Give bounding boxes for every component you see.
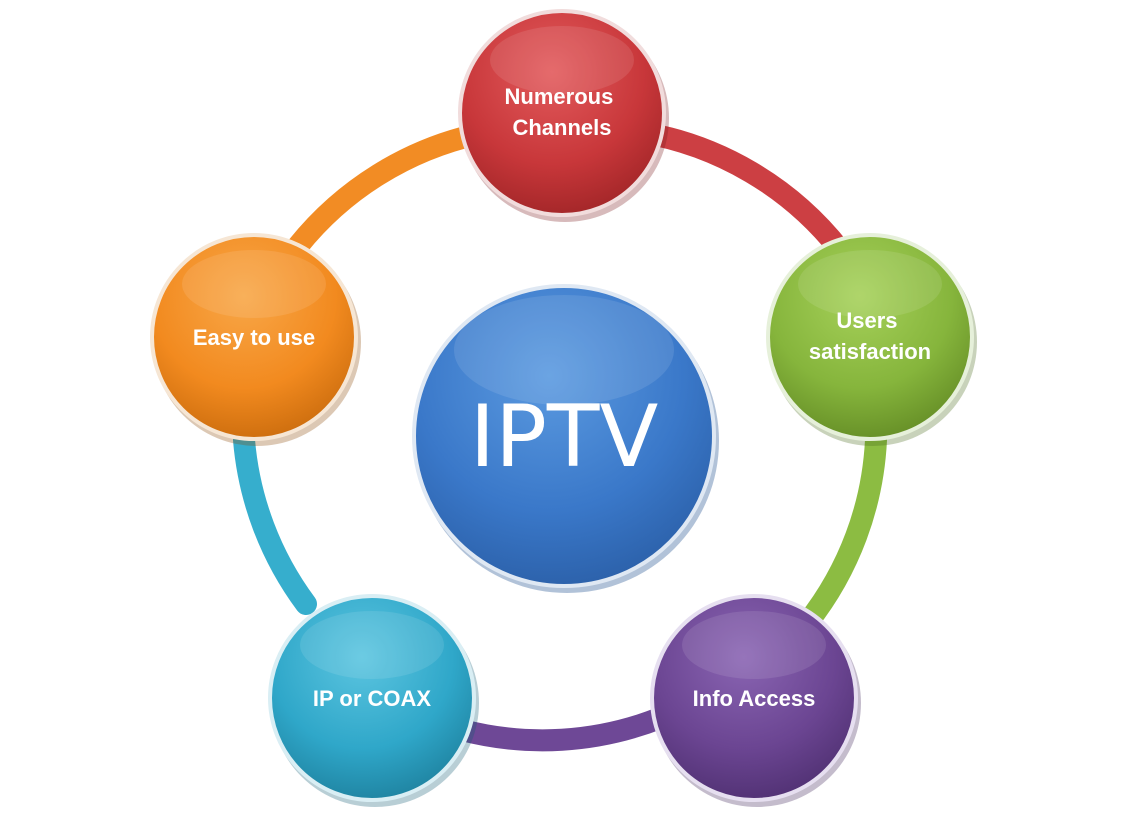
node-circle-ip-or-coax (268, 594, 476, 802)
center-label: IPTV (470, 387, 659, 487)
node-label-easy-to-use: Easy to use (193, 325, 315, 350)
node-label-line: Numerous (505, 84, 614, 109)
node-label-info-access: Info Access (693, 686, 816, 711)
ring-arc-green (797, 429, 887, 633)
center-circle (412, 284, 716, 588)
node-label-numerous-channels: Numerous Channels (505, 84, 620, 140)
node-ip-or-coax: IP or COAX (268, 594, 479, 807)
ring-arc-orange (287, 123, 489, 257)
ring-arc-red (629, 121, 851, 261)
node-label-line: Channels (512, 115, 611, 140)
node-circle-numerous-channels (458, 9, 666, 217)
node-label-users-satisfaction: Users satisfaction (809, 308, 931, 364)
ring (233, 121, 887, 752)
ring-arc-purple (451, 707, 671, 752)
node-label-line: Users (836, 308, 897, 333)
ring-arc-cyan (233, 429, 317, 615)
node-label-line: satisfaction (809, 339, 931, 364)
node-info-access: Info Access (650, 594, 861, 807)
node-circle-info-access (650, 594, 858, 802)
node-easy-to-use: Easy to use (150, 233, 361, 446)
node-circle-easy-to-use (150, 233, 358, 441)
node-label-ip-or-coax: IP or COAX (313, 686, 432, 711)
node-numerous-channels: Numerous Channels (458, 9, 669, 222)
center-node: IPTV (412, 284, 719, 593)
node-circle-users-satisfaction (766, 233, 974, 441)
node-users-satisfaction: Users satisfaction (766, 233, 977, 446)
